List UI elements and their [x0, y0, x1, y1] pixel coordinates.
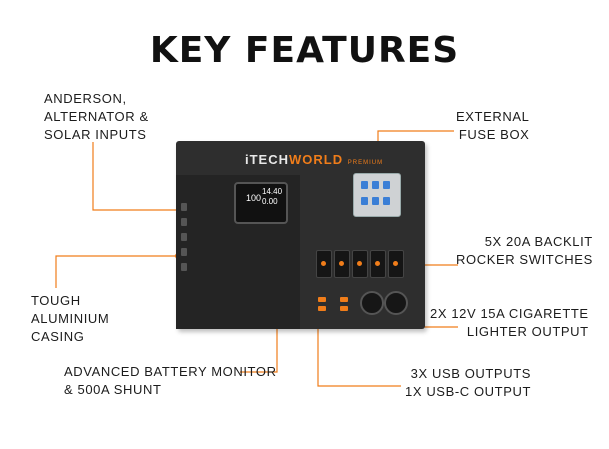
casing-line [55, 255, 178, 288]
led-icon [321, 261, 326, 266]
anderson-connector [181, 263, 187, 271]
led-icon [357, 261, 362, 266]
led-icon [375, 261, 380, 266]
rocker-switch[interactable] [370, 250, 386, 278]
cigarette-socket [360, 291, 384, 315]
anderson-connector [181, 203, 187, 211]
usb-port [340, 297, 348, 302]
monitor-value-1: 100 [246, 193, 262, 203]
battery-monitor-screen [234, 182, 288, 224]
usb-c-port [340, 306, 348, 311]
monitor-value-3: 0.00 [262, 197, 278, 206]
fuse [383, 181, 390, 189]
rocker-switch[interactable] [352, 250, 368, 278]
usb-line [317, 314, 401, 387]
monitor-value-2: 14.40 [262, 187, 283, 196]
usb-port [318, 306, 326, 311]
fuse [372, 197, 379, 205]
rocker-switch[interactable] [316, 250, 332, 278]
led-icon [339, 261, 344, 266]
rocker-switch[interactable] [334, 250, 350, 278]
led-icon [393, 261, 398, 266]
fuse [372, 181, 379, 189]
fuse-box [353, 173, 401, 217]
page-title: KEY FEATURES [149, 30, 460, 71]
anderson-connector [181, 248, 187, 256]
fuse [383, 197, 390, 205]
cigarette-socket [384, 291, 408, 315]
fuse [361, 197, 368, 205]
rocker-switch[interactable] [388, 250, 404, 278]
fuse [361, 181, 368, 189]
anderson-line [92, 142, 184, 211]
anderson-connector [181, 233, 187, 241]
anderson-connector [181, 218, 187, 226]
battery-label: ADVANCED BATTERY MONITOR& 500A SHUNT [64, 364, 277, 397]
usb-port [318, 297, 326, 302]
anderson-label: ANDERSON,ALTERNATOR &SOLAR INPUTS [44, 91, 149, 142]
brand-logo: iTECHWORLD PREMIUM [245, 152, 384, 167]
